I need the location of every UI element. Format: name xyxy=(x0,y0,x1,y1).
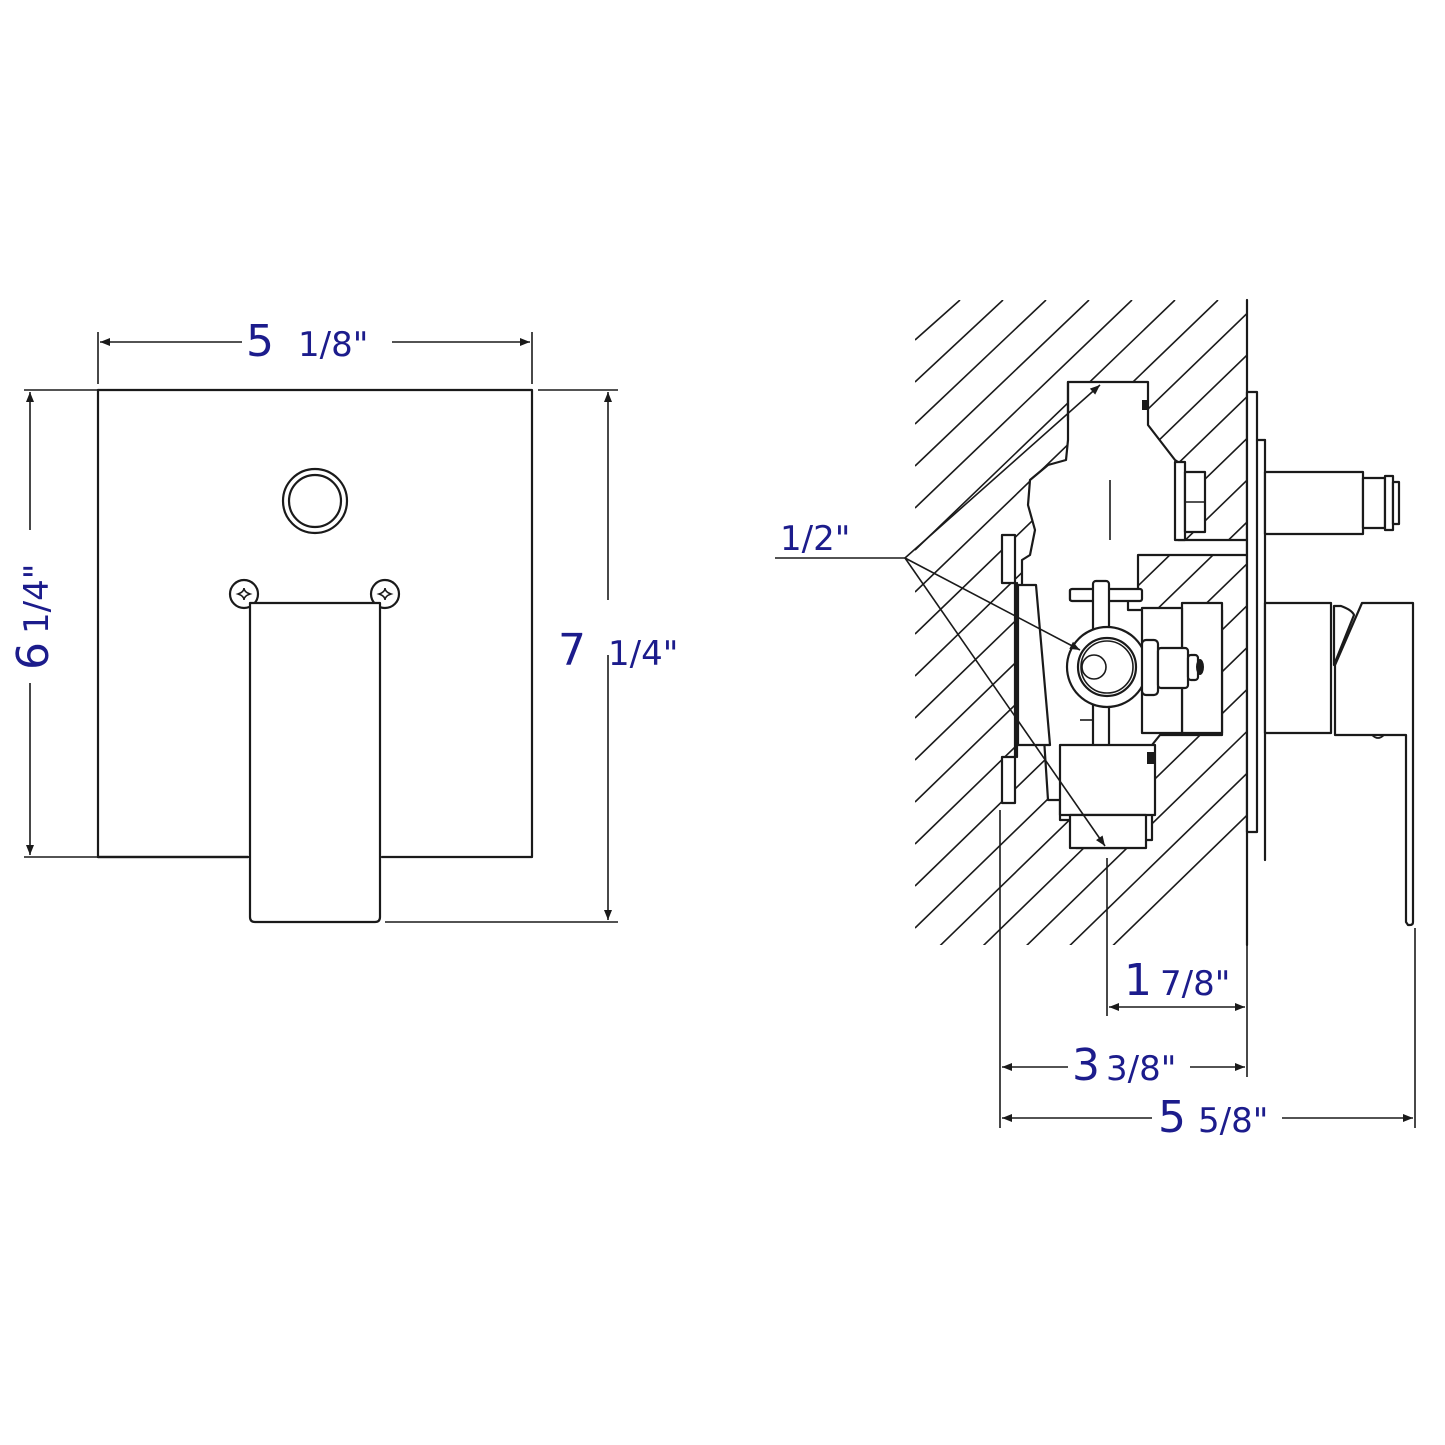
screw-right-icon xyxy=(369,578,401,610)
side-view: 1/2" 1 7/8" 3 3/8" 5 5/8" xyxy=(775,298,1416,1143)
overall-depth-dimension: 5 5/8" xyxy=(1002,1092,1413,1143)
overall-depth-whole: 5 xyxy=(1158,1092,1186,1143)
wall-to-center-whole: 1 xyxy=(1124,955,1152,1006)
diverter-button-icon xyxy=(281,467,349,535)
overall-height-dimension: 7 1/4" xyxy=(558,392,678,920)
screw-left-icon xyxy=(228,578,260,610)
side-lever-handle xyxy=(1263,601,1415,927)
width-dimension: 5 1/8" xyxy=(97,316,533,384)
width-dim-fraction: 1/8" xyxy=(298,325,368,365)
overall-height-whole: 7 xyxy=(558,625,586,676)
side-trim-plate xyxy=(1245,390,1259,834)
diverter-stem xyxy=(1263,470,1401,536)
wall-to-center-dimension: 1 7/8" xyxy=(1109,955,1245,1011)
rough-depth-whole: 3 xyxy=(1072,1040,1100,1091)
valve-body xyxy=(1000,380,1249,850)
wall-to-center-fraction: 7/8" xyxy=(1160,964,1230,1004)
pipe-size-label: 1/2" xyxy=(780,519,850,559)
front-view: 5 1/8" 6 1/4" 7 1/4" xyxy=(8,316,678,924)
plate-height-whole: 6 xyxy=(8,642,59,670)
inlet-port-icon xyxy=(1065,625,1149,709)
pipe-size-callout: 1/2" xyxy=(775,384,1106,847)
overall-depth-fraction: 5/8" xyxy=(1198,1101,1268,1141)
plate-height-fraction: 1/4" xyxy=(17,564,57,634)
width-dim-whole: 5 xyxy=(246,316,274,367)
rough-depth-fraction: 3/8" xyxy=(1106,1049,1176,1089)
overall-height-fraction: 1/4" xyxy=(608,634,678,674)
lever-handle xyxy=(248,601,382,924)
plate-height-dimension: 6 1/4" xyxy=(8,392,59,855)
rough-depth-dimension: 3 3/8" xyxy=(1002,1040,1245,1091)
